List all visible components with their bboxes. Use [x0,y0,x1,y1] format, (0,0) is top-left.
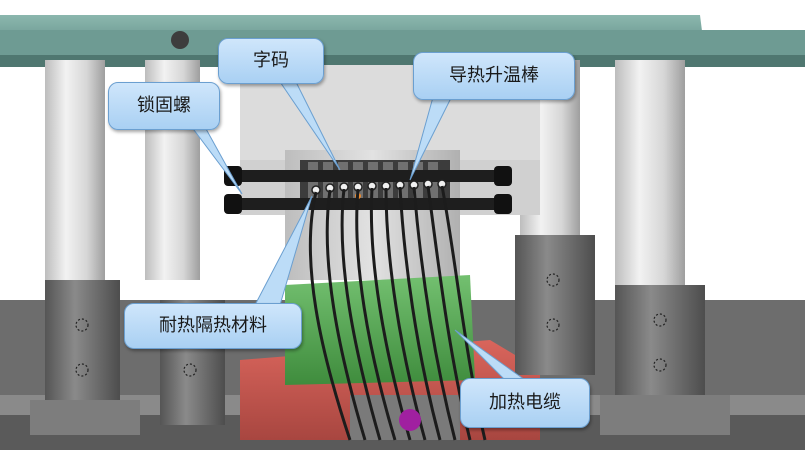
purple-knob [399,409,421,431]
sleeve-front-right [615,285,705,415]
foot-left [30,400,140,435]
sleeve-front-left [45,280,120,415]
label-heating-cable: 加热电缆 [460,378,590,428]
callout-pointers [184,69,527,381]
foot-right [600,395,730,435]
label-heating-rod: 导热升温棒 [413,52,575,100]
label-insulation: 耐热隔热材料 [124,303,302,349]
label-character-code: 字码 [218,38,324,84]
sleeve-back-right [515,235,595,375]
column-front-left [45,60,105,290]
lock-bolts [224,166,512,214]
column-front-right [615,60,685,300]
label-lock-screw: 锁固螺 [108,82,220,130]
